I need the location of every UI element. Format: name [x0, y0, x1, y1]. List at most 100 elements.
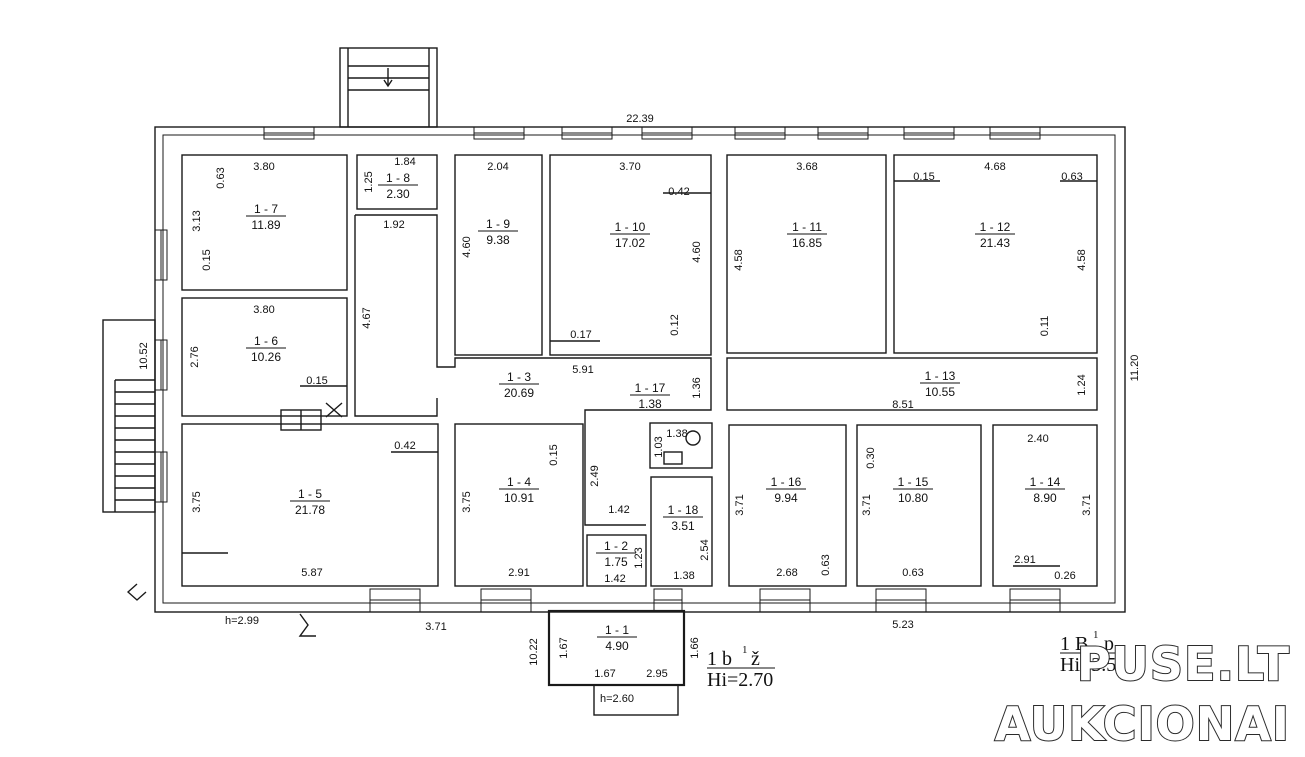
legend-b-mark: 1 b [707, 648, 732, 670]
room-area: 3.51 [671, 519, 695, 533]
room-area: 1.38 [638, 397, 662, 411]
room-1-12-outline [893, 154, 1098, 354]
dimension-label: 3.75 [191, 491, 203, 512]
dimension-label: 1.66 [689, 637, 701, 658]
room-area: 20.69 [504, 386, 534, 400]
room-id: 1 - 15 [898, 475, 929, 489]
room-id: 1 - 8 [386, 171, 410, 185]
entrance-break-symbol-2 [298, 613, 316, 637]
dimension-label: 3.13 [191, 210, 203, 231]
watermark-line-2: AUKCIONAI [995, 697, 1290, 751]
room-area: 8.90 [1033, 491, 1057, 505]
dimension-label: 1.67 [558, 637, 570, 658]
dimension-label: 1.84 [394, 156, 415, 168]
dimension-label: 3.80 [253, 161, 274, 173]
legend-B-suffix: p [1104, 633, 1114, 655]
dimension-label: 5.87 [301, 567, 322, 579]
room-area: 16.85 [792, 236, 822, 250]
dimension-label: 4.58 [1076, 249, 1088, 270]
room-1-17-outline [649, 422, 713, 469]
room-id: 1 - 7 [254, 202, 278, 216]
dimension-label: 0.42 [668, 186, 689, 198]
room-area: 1.75 [604, 555, 628, 569]
top-stair [339, 47, 438, 128]
room-1-10-outline [549, 154, 712, 356]
dimension-label: 4.60 [691, 241, 703, 262]
dimension-label: 2.54 [699, 539, 711, 560]
room-1-5-outline [181, 423, 439, 587]
room-area: 10.80 [898, 491, 928, 505]
dimension-label: 1.23 [633, 547, 645, 568]
room-area: 10.91 [504, 491, 534, 505]
corridor-1-3-outline [355, 214, 712, 526]
dimension-label: 4.68 [984, 161, 1005, 173]
dimension-label: 1.36 [691, 377, 703, 398]
dimension-label: 3.71 [1081, 494, 1093, 515]
room-id: 1 - 4 [507, 475, 531, 489]
dimension-label: 0.15 [306, 375, 327, 387]
dimension-label: 3.75 [461, 491, 473, 512]
dimension-label: 3.70 [619, 161, 640, 173]
dimension-label: 4.60 [461, 236, 473, 257]
dimension-label: 1.03 [653, 436, 665, 457]
dimension-label: 10.52 [138, 342, 150, 370]
room-area: 11.89 [251, 218, 280, 232]
room-label: 1 - 82.30 [378, 171, 418, 201]
dimension-label: 8.51 [892, 399, 913, 411]
room-1-14-outline [992, 424, 1098, 587]
dimension-label: 1.42 [604, 573, 625, 585]
dimension-label: 1.25 [363, 171, 375, 192]
corridor-1-3-lower [354, 215, 438, 417]
room-id: 1 - 1 [605, 623, 629, 637]
room-area: 17.02 [615, 236, 645, 250]
dimension-label: 2.40 [1027, 433, 1048, 445]
dimension-label: 2.95 [646, 668, 667, 680]
dimension-label: 5.91 [572, 364, 593, 376]
room-label: 1 - 7 11.89 [246, 202, 286, 232]
porch-step [593, 684, 679, 716]
room-id: 1 - 3 [507, 370, 531, 384]
dimension-label: 0.11 [1039, 316, 1051, 337]
dimension-label: 4.58 [733, 249, 745, 270]
room-label: 1 - 9 9.38 [478, 217, 518, 247]
dimension-label: 5.23 [892, 619, 913, 631]
room-id: 1 - 9 [486, 217, 510, 231]
room-area: 9.94 [774, 491, 798, 505]
room-label: 1 - 610.26 [246, 334, 286, 364]
room-label: 1 - 16 9.94 [766, 475, 806, 505]
vent-cross-2 [325, 402, 343, 418]
room-area: 9.38 [486, 233, 510, 247]
room-label: 1 - 14 8.90 [1025, 475, 1065, 505]
dimension-label: 11.20 [1129, 355, 1141, 382]
dimension-label: 3.71 [425, 621, 446, 633]
room-label: 1 - 4 10.91 [499, 475, 539, 505]
left-stair-steps [114, 379, 155, 512]
legend-b: 1 b 1 ž Hi=2.70 [707, 644, 775, 691]
room-id: 1 - 18 [668, 503, 699, 517]
dimension-label: h=2.60 [600, 693, 634, 705]
dimension-label: 2.49 [589, 465, 601, 486]
room-1-18-outline [650, 476, 713, 587]
windows-left [154, 229, 168, 503]
dimension-label: 0.15 [201, 249, 213, 270]
legend-B-height: Hi=3.5 [1060, 654, 1116, 676]
room-id: 1 - 14 [1030, 475, 1061, 489]
room-area: 10.55 [925, 385, 955, 399]
room-id: 1 - 11 [792, 220, 822, 234]
room-id: 1 - 6 [254, 334, 278, 348]
room-label: 1 - 171.38 [630, 381, 670, 411]
dimension-label: 0.63 [820, 554, 832, 575]
room-id: 1 - 16 [771, 475, 802, 489]
room-1-11-outline [726, 154, 887, 354]
dimension-label: 1.67 [594, 668, 615, 680]
room-1-13-outline [726, 357, 1098, 411]
room-area: 4.90 [605, 639, 629, 653]
dimension-label: h=2.99 [225, 615, 259, 627]
room-id: 1 - 2 [604, 539, 628, 553]
room-1-15-outline [856, 424, 982, 587]
dimension-label: 3.71 [734, 494, 746, 515]
